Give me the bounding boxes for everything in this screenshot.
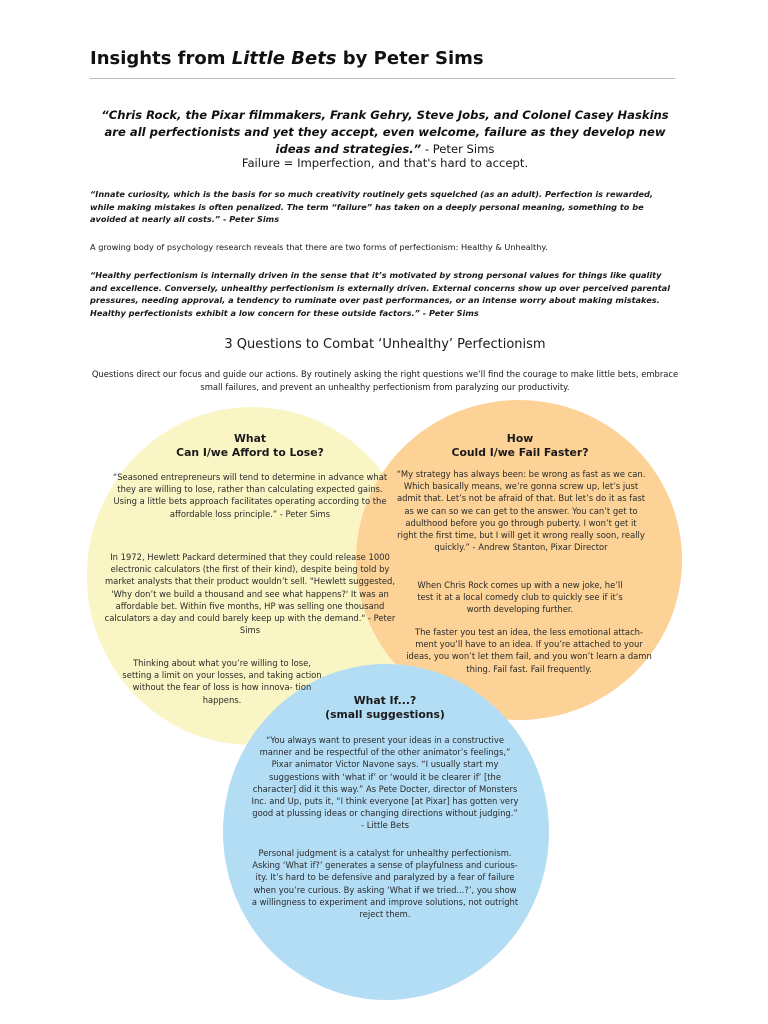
bottom-heading-line-1: What If...? (353, 694, 417, 707)
healthy-quote-attribution: - Peter Sims (419, 307, 479, 318)
healthy-quote-text: “Healthy perfectionism is internally dri… (90, 270, 671, 318)
bottom-quote-text: “You always want to present your ideas i… (251, 735, 519, 831)
curiosity-quote-text: “Innate curiosity, which is the basis fo… (90, 189, 654, 224)
right-circle-closing: The faster you test an idea, the less em… (404, 626, 654, 675)
left-quote-text: “Seasoned entrepreneurs will tend to det… (112, 472, 388, 519)
left-heading-line-1: What (233, 432, 267, 445)
right-closing-text: The faster you test an idea, the less em… (406, 627, 652, 674)
main-quote-attribution: - Peter Sims (421, 142, 495, 156)
left-heading-line-2: Can I/we Afford to Lose? (176, 445, 324, 459)
title-prefix: Insights from (90, 48, 232, 69)
bottom-heading-line-2: (small suggestions) (325, 707, 445, 721)
title-divider (90, 78, 675, 79)
main-quote: “Chris Rock, the Pixar filmmakers, Frank… (90, 107, 680, 158)
failure-equation: Failure = Imperfection, and that's hard … (241, 156, 529, 170)
right-heading-line-1: How (506, 432, 534, 445)
section-intro: Questions direct our focus and guide our… (91, 369, 679, 392)
left-circle-closing: Thinking about what you’re willing to lo… (122, 657, 322, 706)
research-paragraph: A growing body of psychology research re… (90, 242, 548, 252)
left-circle-story: In 1972, Hewlett Packard determined that… (100, 551, 400, 636)
venn-circle-bottom (223, 664, 549, 1000)
bottom-circle-heading: What If...? (small suggestions) (300, 694, 470, 721)
section-heading: 3 Questions to Combat ‘Unhealthy’ Perfec… (224, 337, 546, 352)
page-title: Insights from Little Bets by Peter Sims (90, 48, 484, 69)
right-circle-story: When Chris Rock comes up with a new joke… (410, 579, 630, 616)
bottom-closing-text: Personal judgment is a catalyst for unhe… (251, 848, 519, 920)
title-suffix: by Peter Sims (336, 48, 484, 69)
bottom-circle-quote: “You always want to present your ideas i… (250, 734, 520, 832)
title-book: Little Bets (231, 48, 337, 69)
right-circle-heading: How Could I/we Fail Faster? (430, 432, 610, 459)
bottom-circle-closing: Personal judgment is a catalyst for unhe… (250, 847, 520, 920)
venn-circle-left (87, 407, 417, 745)
venn-circle-right (356, 400, 682, 720)
right-circle-quote: “My strategy has always been: be wrong a… (396, 468, 646, 553)
left-closing-text: Thinking about what you’re willing to lo… (122, 658, 322, 705)
right-story-text: When Chris Rock comes up with a new joke… (417, 580, 623, 615)
main-quote-text: “Chris Rock, the Pixar filmmakers, Frank… (101, 108, 669, 156)
curiosity-quote-attribution: - Peter Sims (220, 214, 280, 224)
curiosity-quote: “Innate curiosity, which is the basis fo… (90, 188, 680, 226)
right-heading-line-2: Could I/we Fail Faster? (451, 445, 589, 459)
left-circle-quote: “Seasoned entrepreneurs will tend to det… (108, 471, 392, 520)
left-circle-heading: What Can I/we Afford to Lose? (150, 432, 350, 459)
healthy-perfectionism-quote: “Healthy perfectionism is internally dri… (90, 269, 680, 319)
right-quote-text: “My strategy has always been: be wrong a… (396, 469, 646, 553)
left-story-text: In 1972, Hewlett Packard determined that… (104, 552, 396, 636)
